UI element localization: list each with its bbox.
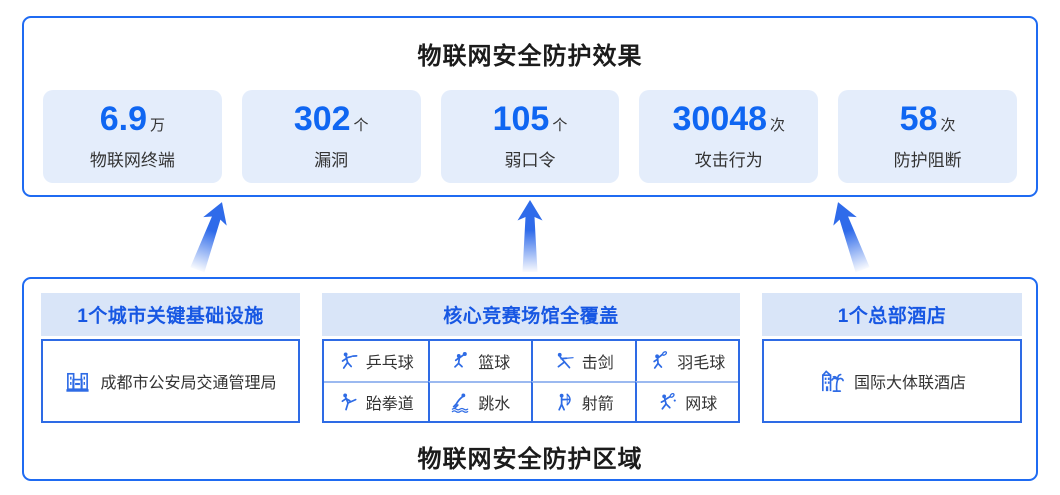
sport-label: 网球	[685, 396, 718, 413]
table-tennis-icon	[338, 351, 359, 372]
sport-cell-table-tennis: 乒乓球	[324, 341, 428, 381]
hotel-label: 国际大体联酒店	[853, 375, 966, 392]
stat-label: 攻击行为	[694, 151, 763, 170]
stat-label: 物联网终端	[89, 151, 175, 170]
fencing-icon	[554, 351, 575, 372]
city-infrastructure-item: 成都市公安局交通管理局	[41, 339, 300, 423]
tennis-icon	[657, 392, 678, 413]
zone-header: 1个城市关键基础设施	[41, 293, 300, 336]
protection-area-panel: 1个城市关键基础设施	[22, 277, 1038, 481]
sport-label: 羽毛球	[677, 355, 726, 372]
connector-arrows	[185, 197, 875, 275]
hotel-item: 国际大体联酒店	[762, 339, 1022, 423]
stat-unit: 个	[353, 117, 369, 134]
sport-cell-taekwondo: 跆拳道	[324, 381, 428, 421]
sport-cell-archery: 射箭	[531, 381, 635, 421]
stat-value: 302	[293, 100, 351, 138]
zone-city-infrastructure: 1个城市关键基础设施	[41, 293, 300, 423]
arrow-up-middle	[517, 200, 543, 272]
zone-row: 1个城市关键基础设施	[24, 279, 1036, 423]
sports-grid: 乒乓球	[322, 339, 740, 423]
hotel-icon	[818, 368, 845, 395]
stat-label: 漏洞	[314, 151, 349, 170]
stat-unit: 次	[940, 117, 956, 134]
zone-header: 1个总部酒店	[762, 293, 1022, 336]
arrow-up-right	[826, 197, 875, 275]
zone-competition-venues: 核心竞赛场馆全覆盖	[322, 293, 740, 423]
stat-card-attacks: 30048 次 攻击行为	[639, 90, 819, 183]
stat-unit: 万	[150, 117, 166, 134]
sport-label: 跳水	[478, 396, 511, 413]
taekwondo-icon	[338, 392, 359, 413]
stat-card-blocks: 58 次 防护阻断	[838, 90, 1017, 183]
protection-effect-panel: 物联网安全防护效果 6.9 万 物联网终端 302 个 漏洞 105 个	[22, 16, 1038, 197]
stat-value: 6.9	[99, 100, 148, 138]
stat-label: 防护阻断	[893, 151, 962, 170]
sport-label: 乒乓球	[365, 355, 414, 372]
sport-cell-basketball: 篮球	[427, 341, 532, 381]
sport-label: 跆拳道	[365, 396, 414, 413]
zone-header: 核心竞赛场馆全覆盖	[322, 293, 740, 336]
sport-label: 击剑	[581, 355, 614, 372]
badminton-icon	[649, 350, 670, 372]
effect-panel-title: 物联网安全防护效果	[417, 43, 643, 70]
arrow-up-left	[185, 197, 234, 275]
sport-cell-fencing: 击剑	[531, 341, 635, 381]
stat-unit: 个	[552, 117, 568, 134]
archery-icon	[554, 392, 575, 413]
stat-unit: 次	[770, 117, 786, 134]
zone-headquarters-hotel: 1个总部酒店	[762, 293, 1022, 423]
sport-label: 射箭	[581, 396, 614, 413]
sport-cell-tennis: 网球	[634, 381, 738, 421]
government-building-icon	[64, 368, 91, 395]
stat-value: 30048	[672, 100, 768, 138]
city-infrastructure-label: 成都市公安局交通管理局	[100, 375, 277, 392]
stat-card-vulnerabilities: 302 个 漏洞	[241, 90, 421, 183]
sport-label: 篮球	[478, 355, 511, 372]
stat-label: 弱口令	[504, 151, 556, 170]
stat-card-iot-terminals: 6.9 万 物联网终端	[43, 90, 222, 183]
stat-value: 105	[492, 100, 550, 138]
stat-value: 58	[899, 100, 938, 138]
area-panel-title: 物联网安全防护区域	[417, 446, 643, 473]
basketball-icon	[450, 351, 471, 372]
stat-card-row: 6.9 万 物联网终端 302 个 漏洞 105 个 弱口令	[24, 90, 1036, 183]
stat-card-weak-passwords: 105 个 弱口令	[440, 90, 620, 183]
sport-cell-diving: 跳水	[427, 381, 531, 421]
sport-cell-badminton: 羽毛球	[634, 341, 739, 381]
diving-icon	[450, 392, 471, 413]
